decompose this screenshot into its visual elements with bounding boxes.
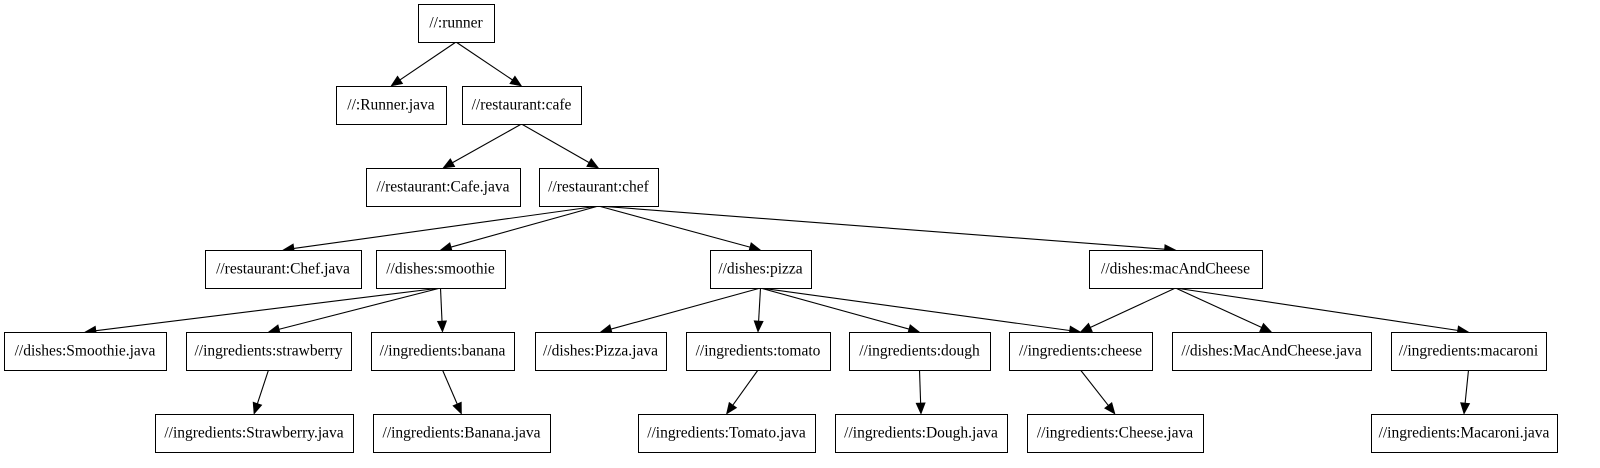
node-layer: //:runner //:Runner.java //restaurant:cafe… xyxy=(4,4,1558,453)
node-dough_java[interactable]: //ingredients:Dough.java xyxy=(835,414,1008,453)
node-label-ing_dough: //ingredients:dough xyxy=(859,343,980,360)
edge-ing_cheese-to-cheese_java xyxy=(1080,369,1116,415)
node-box-banana_java[interactable] xyxy=(373,414,551,453)
node-label-dishes_pizza: //dishes:pizza xyxy=(718,261,802,278)
node-tomato_java[interactable]: //ingredients:Tomato.java xyxy=(638,414,816,453)
edge-restaurant_cafe-to-restaurant_chef xyxy=(521,123,600,169)
node-box-strawberry_java[interactable] xyxy=(155,414,354,453)
node-label-smoothie_java: //dishes:Smoothie.java xyxy=(15,343,156,360)
node-ing_banana[interactable]: //ingredients:banana xyxy=(371,332,515,371)
edge-ing_tomato-to-tomato_java xyxy=(726,369,759,415)
node-label-dishes_smoothie: //dishes:smoothie xyxy=(386,261,495,278)
edge-ing_dough-to-dough_java xyxy=(915,369,926,415)
node-box-ing_cheese[interactable] xyxy=(1009,332,1153,371)
node-label-strawberry_java: //ingredients:Strawberry.java xyxy=(164,425,343,442)
node-ing_tomato[interactable]: //ingredients:tomato xyxy=(686,332,831,371)
edge-ing_strawberry-to-strawberry_java xyxy=(252,369,270,415)
node-macandcheese_java[interactable]: //dishes:MacAndCheese.java xyxy=(1172,332,1372,371)
node-box-dishes_macand[interactable] xyxy=(1089,250,1263,289)
node-label-ing_strawberry: //ingredients:strawberry xyxy=(194,343,342,360)
node-ing_cheese[interactable]: //ingredients:cheese xyxy=(1009,332,1153,371)
node-box-ing_banana[interactable] xyxy=(371,332,515,371)
node-label-cafe_java: //restaurant:Cafe.java xyxy=(377,179,510,196)
node-cheese_java[interactable]: //ingredients:Cheese.java xyxy=(1027,414,1204,453)
edge-dishes_macand-to-ing_cheese xyxy=(1079,287,1176,333)
node-label-ing_tomato: //ingredients:tomato xyxy=(696,343,821,360)
node-label-cheese_java: //ingredients:Cheese.java xyxy=(1037,425,1193,442)
node-label-dishes_macand: //dishes:macAndCheese xyxy=(1101,261,1250,278)
node-label-tomato_java: //ingredients:Tomato.java xyxy=(647,425,806,442)
node-label-ing_macaroni: //ingredients:macaroni xyxy=(1399,343,1539,360)
node-banana_java[interactable]: //ingredients:Banana.java xyxy=(373,414,551,453)
edge-dishes_smoothie-to-ing_banana xyxy=(436,287,448,333)
node-dishes_pizza[interactable]: //dishes:pizza xyxy=(710,250,812,289)
node-label-runner_java: //:Runner.java xyxy=(347,97,435,114)
node-box-cafe_java[interactable] xyxy=(366,168,521,207)
edge-restaurant_chef-to-dishes_pizza xyxy=(598,205,762,252)
edge-ing_macaroni-to-macaroni_java xyxy=(1460,369,1471,415)
edge-dishes_smoothie-to-smoothie_java xyxy=(84,287,441,336)
edge-restaurant_chef-to-chef_java xyxy=(282,205,599,254)
node-box-ing_dough[interactable] xyxy=(849,332,991,371)
edge-ing_banana-to-banana_java xyxy=(441,369,462,415)
node-smoothie_java[interactable]: //dishes:Smoothie.java xyxy=(4,332,167,371)
node-box-runner_java[interactable] xyxy=(336,86,447,125)
edge-runner-to-runner_java xyxy=(390,41,457,87)
node-box-ing_macaroni[interactable] xyxy=(1391,332,1547,371)
node-chef_java[interactable]: //restaurant:Chef.java xyxy=(205,250,362,289)
node-box-dishes_smoothie[interactable] xyxy=(376,250,506,289)
node-box-macaroni_java[interactable] xyxy=(1371,414,1558,453)
node-box-dishes_pizza[interactable] xyxy=(710,250,812,289)
node-runner[interactable]: //:runner xyxy=(418,4,495,43)
node-strawberry_java[interactable]: //ingredients:Strawberry.java xyxy=(155,414,354,453)
node-ing_dough[interactable]: //ingredients:dough xyxy=(849,332,991,371)
edge-restaurant_chef-to-dishes_smoothie xyxy=(439,205,599,252)
node-box-macandcheese_java[interactable] xyxy=(1172,332,1372,371)
node-box-dough_java[interactable] xyxy=(835,414,1008,453)
node-pizza_java[interactable]: //dishes:Pizza.java xyxy=(535,332,667,371)
node-ing_macaroni[interactable]: //ingredients:macaroni xyxy=(1391,332,1547,371)
node-label-ing_cheese: //ingredients:cheese xyxy=(1019,343,1142,360)
node-dishes_macand[interactable]: //dishes:macAndCheese xyxy=(1089,250,1263,289)
node-dishes_smoothie[interactable]: //dishes:smoothie xyxy=(376,250,506,289)
edge-dishes_pizza-to-ing_tomato xyxy=(753,287,764,333)
node-restaurant_cafe[interactable]: //restaurant:cafe xyxy=(462,86,582,125)
node-box-pizza_java[interactable] xyxy=(535,332,667,371)
edge-layer xyxy=(84,41,1471,415)
node-label-restaurant_cafe: //restaurant:cafe xyxy=(472,97,572,114)
edge-dishes_pizza-to-ing_cheese xyxy=(760,287,1082,336)
node-box-smoothie_java[interactable] xyxy=(4,332,167,371)
node-runner_java[interactable]: //:Runner.java xyxy=(336,86,447,125)
node-label-macandcheese_java: //dishes:MacAndCheese.java xyxy=(1181,343,1361,360)
edge-dishes_pizza-to-ing_dough xyxy=(760,287,921,334)
edge-runner-to-restaurant_cafe xyxy=(455,41,523,87)
edge-dishes_smoothie-to-ing_strawberry xyxy=(267,287,441,335)
node-cafe_java[interactable]: //restaurant:Cafe.java xyxy=(366,168,521,207)
node-label-chef_java: //restaurant:Chef.java xyxy=(216,261,350,278)
node-macaroni_java[interactable]: //ingredients:Macaroni.java xyxy=(1371,414,1558,453)
node-label-ing_banana: //ingredients:banana xyxy=(380,343,506,360)
node-box-chef_java[interactable] xyxy=(205,250,362,289)
edge-restaurant_cafe-to-cafe_java xyxy=(442,123,522,169)
edge-dishes_macand-to-macandcheese_java xyxy=(1175,287,1273,333)
edge-dishes_macand-to-ing_macaroni xyxy=(1175,287,1470,336)
node-label-banana_java: //ingredients:Banana.java xyxy=(383,425,541,442)
node-label-pizza_java: //dishes:Pizza.java xyxy=(543,343,658,360)
node-label-restaurant_chef: //restaurant:chef xyxy=(548,179,650,196)
node-label-runner: //:runner xyxy=(429,15,483,32)
node-box-ing_strawberry[interactable] xyxy=(186,332,352,371)
node-box-restaurant_chef[interactable] xyxy=(539,168,659,207)
node-restaurant_chef[interactable]: //restaurant:chef xyxy=(539,168,659,207)
node-label-dough_java: //ingredients:Dough.java xyxy=(844,425,998,442)
node-ing_strawberry[interactable]: //ingredients:strawberry xyxy=(186,332,352,371)
node-label-macaroni_java: //ingredients:Macaroni.java xyxy=(1379,425,1550,442)
edge-dishes_pizza-to-pizza_java xyxy=(599,287,761,334)
node-box-restaurant_cafe[interactable] xyxy=(462,86,582,125)
node-box-runner[interactable] xyxy=(418,4,495,43)
node-box-ing_tomato[interactable] xyxy=(686,332,831,371)
node-box-tomato_java[interactable] xyxy=(638,414,816,453)
node-box-cheese_java[interactable] xyxy=(1027,414,1204,453)
